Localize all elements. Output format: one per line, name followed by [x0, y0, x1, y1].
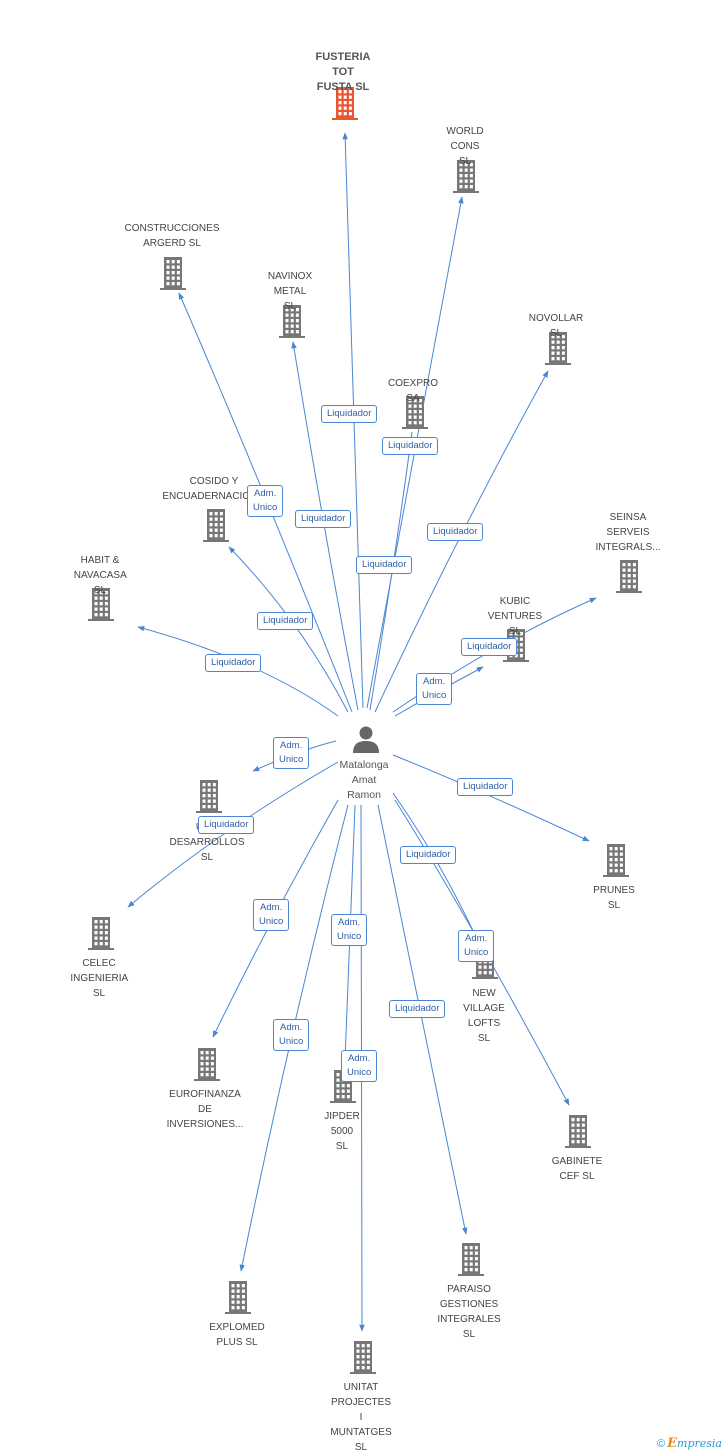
company-name[interactable]: PARAISO GESTIONES INTEGRALES SL [437, 1284, 501, 1340]
company-name[interactable]: NAVINOX METAL SL [267, 271, 313, 312]
building-icon [616, 560, 642, 593]
building-icon [603, 844, 629, 877]
building-icon-wrap[interactable] [86, 586, 116, 627]
relation-badge-unitat[interactable]: Adm. Unico [341, 1050, 378, 1082]
relation-badge-explomed[interactable]: Adm. Unico [273, 1019, 310, 1051]
relation-badge-novollar[interactable]: Liquidador [427, 523, 484, 541]
building-icon-wrap[interactable] [543, 330, 573, 371]
relation-badge-world[interactable]: Liquidador [382, 437, 439, 455]
building-icon-wrap[interactable] [158, 255, 188, 296]
company-name[interactable]: PRUNES SL [593, 885, 635, 911]
relation-badge-paraiso[interactable]: Liquidador [389, 1000, 446, 1018]
company-name[interactable]: SEINSA SERVEIS INTEGRALS... [595, 512, 661, 553]
relation-badge-celec[interactable]: Liquidador [198, 816, 255, 834]
company-name[interactable]: COEXPRO SA [387, 378, 439, 404]
edge-paraiso [377, 804, 468, 1235]
company-name[interactable]: KUBIC VENTURES SL [487, 596, 543, 637]
edge-prunes [392, 754, 590, 842]
company-name[interactable]: UNITAT PROJECTES I MUNTATGES SL [330, 1382, 392, 1453]
person-icon-wrap[interactable] [351, 724, 381, 759]
building-icon [225, 1281, 251, 1314]
building-icon [279, 305, 305, 338]
building-icon-wrap[interactable] [223, 1279, 253, 1320]
building-icon-wrap[interactable] [194, 778, 224, 819]
company-name[interactable]: CONSTRUCCIONES ARGERD SL [124, 223, 220, 249]
building-icon-wrap[interactable] [451, 158, 481, 199]
relation-badge-construcciones[interactable]: Adm. Unico [247, 485, 284, 517]
building-icon [88, 588, 114, 621]
relation-badge-fusteria[interactable]: Liquidador [321, 405, 378, 423]
relation-badge-ub[interactable]: Adm. Unico [273, 737, 310, 769]
person-icon [353, 726, 379, 753]
empresia-logo: ©Empresia [657, 1436, 722, 1451]
building-icon-wrap[interactable] [201, 507, 231, 548]
relation-badge-kubic[interactable]: Adm. Unico [416, 673, 453, 705]
relation-badge-newvillage[interactable]: Liquidador [400, 846, 457, 864]
building-icon-wrap[interactable] [330, 85, 360, 126]
company-name[interactable]: COSIDO Y ENCUADERNACION... [162, 476, 266, 502]
building-icon [453, 160, 479, 193]
person-name[interactable]: Matalonga Amat Ramon [339, 759, 389, 801]
relation-badge-cosido[interactable]: Liquidador [257, 612, 314, 630]
relation-badge-jipder[interactable]: Adm. Unico [331, 914, 368, 946]
building-icon [402, 396, 428, 429]
building-icon-wrap[interactable] [86, 915, 116, 956]
company-name[interactable]: FUSTERIA TOT FUSTA SL [315, 51, 371, 93]
building-icon-wrap[interactable] [348, 1339, 378, 1380]
building-icon-wrap[interactable] [601, 842, 631, 883]
company-name[interactable]: JIPDER 5000 SL [324, 1111, 360, 1152]
building-icon-wrap[interactable] [456, 1241, 486, 1282]
building-icon-wrap[interactable] [563, 1113, 593, 1154]
company-name[interactable]: EUROFINANZA DE INVERSIONES... [166, 1089, 244, 1130]
building-icon [194, 1048, 220, 1081]
building-icon [203, 509, 229, 542]
building-icon-wrap[interactable] [614, 558, 644, 599]
relation-badge-navinox[interactable]: Liquidador [295, 510, 352, 528]
company-name[interactable]: NEW VILLAGE LOFTS SL [463, 988, 505, 1044]
building-icon [458, 1243, 484, 1276]
relation-badge-eurofinanza[interactable]: Adm. Unico [253, 899, 290, 931]
company-name[interactable]: WORLD CONS SL [446, 126, 484, 167]
relation-badge-prunes[interactable]: Liquidador [457, 778, 514, 796]
copyright-symbol: © [657, 1438, 666, 1450]
building-icon [160, 257, 186, 290]
relation-badge-coexpro[interactable]: Liquidador [356, 556, 413, 574]
building-icon [545, 332, 571, 365]
building-icon [332, 87, 358, 120]
building-icon-wrap[interactable] [400, 394, 430, 435]
relation-badge-gabinete[interactable]: Adm. Unico [458, 930, 495, 962]
company-name[interactable]: CELEC INGENIERIA SL [70, 958, 129, 999]
building-icon [196, 780, 222, 813]
building-icon-wrap[interactable] [192, 1046, 222, 1087]
relation-badge-seinsa[interactable]: Liquidador [461, 638, 518, 656]
building-icon [565, 1115, 591, 1148]
company-name[interactable]: NOVOLLAR SL [528, 313, 584, 339]
company-name[interactable]: GABINETE CEF SL [551, 1156, 603, 1182]
building-icon [88, 917, 114, 950]
company-name[interactable]: EXPLOMED PLUS SL [209, 1322, 265, 1348]
brand-name: mpresia [677, 1437, 722, 1450]
brand-initial: E [667, 1436, 678, 1451]
building-icon [350, 1341, 376, 1374]
building-icon-wrap[interactable] [277, 303, 307, 344]
relation-badge-habit[interactable]: Liquidador [205, 654, 262, 672]
company-name[interactable]: HABIT & NAVACASA SL [73, 555, 127, 596]
